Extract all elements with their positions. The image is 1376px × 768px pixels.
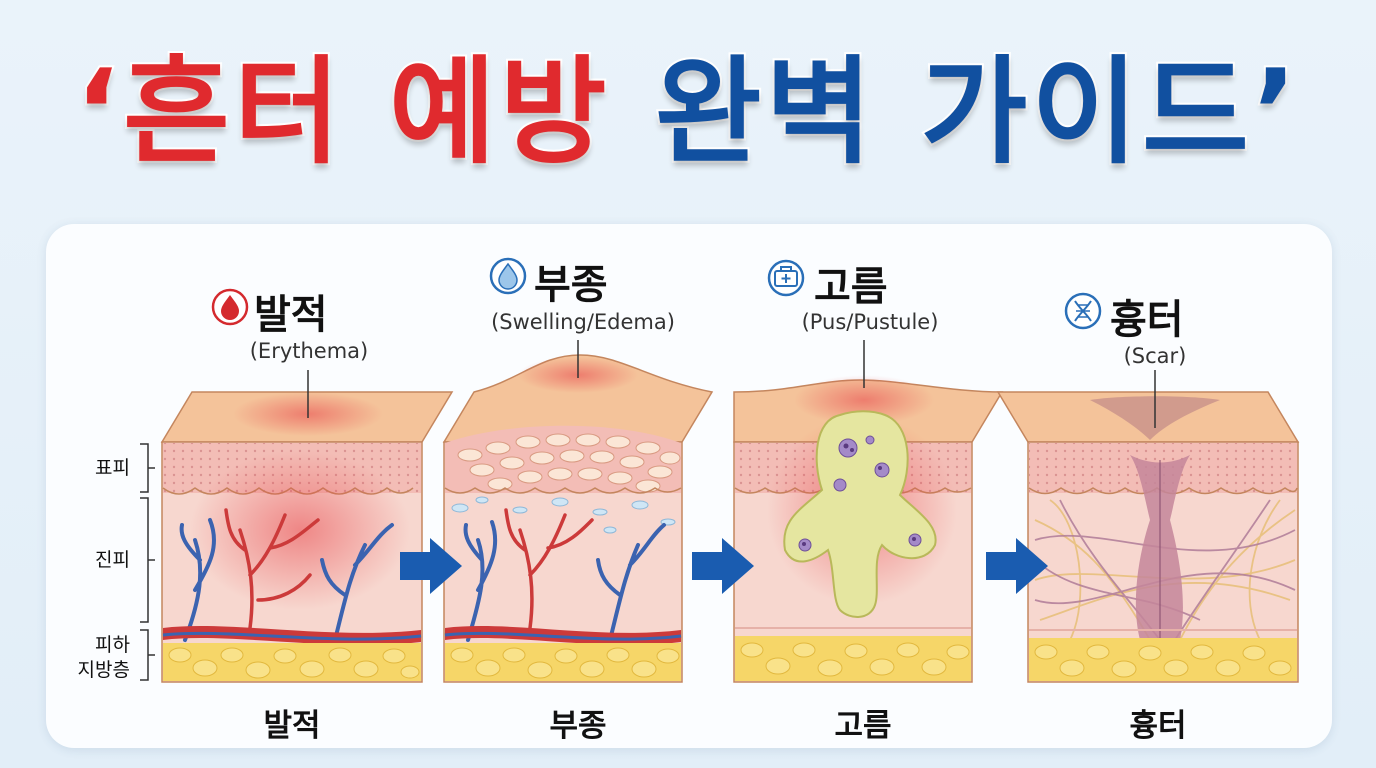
blood-drop-icon bbox=[211, 288, 249, 326]
stage-title-swelling: 부종 bbox=[534, 262, 608, 308]
panel-swelling bbox=[442, 340, 714, 683]
stage-english-swelling: (Swelling/Edema) bbox=[491, 310, 675, 334]
stage-title-erythema: 발적 bbox=[254, 292, 328, 338]
first-aid-kit-icon bbox=[767, 259, 805, 297]
panel-erythema bbox=[160, 370, 454, 683]
layer-label-epidermis: 표피 bbox=[95, 457, 130, 479]
bottom-label-scar: 흉터 bbox=[1129, 708, 1187, 744]
layer-brackets bbox=[140, 443, 155, 681]
layer-label-dermis: 진피 bbox=[95, 549, 130, 571]
layer-label-subcutaneous-fat: 피하 지방층 bbox=[77, 634, 130, 681]
dna-icon bbox=[1064, 292, 1102, 330]
stage-english-erythema: (Erythema) bbox=[249, 339, 369, 363]
stage-english-scar: (Scar) bbox=[1123, 344, 1187, 368]
arrow-erythema-to-swelling bbox=[400, 538, 462, 594]
arrow-pustule-to-scar bbox=[986, 538, 1048, 594]
stage-title-scar: 흉터 bbox=[1110, 297, 1184, 343]
stage-english-pustule: (Pus/Pustule) bbox=[801, 310, 939, 334]
panel-pustule bbox=[733, 340, 1004, 683]
bottom-label-pustule: 고름 bbox=[834, 708, 892, 744]
bottom-label-erythema: 발적 bbox=[263, 708, 321, 744]
page-title: ‘흔터 예방 완벽 가이드’ bbox=[0, 38, 1376, 188]
arrow-swelling-to-pustule bbox=[692, 538, 754, 594]
stage-title-pustule: 고름 bbox=[814, 264, 888, 310]
panel-scar bbox=[996, 370, 1300, 683]
bottom-label-swelling: 부종 bbox=[549, 708, 607, 744]
water-drop-icon bbox=[489, 257, 527, 295]
title-part-blue: 완벽 가이드’ bbox=[653, 43, 1301, 182]
title-part-red: ‘흔터 예방 bbox=[73, 43, 611, 182]
